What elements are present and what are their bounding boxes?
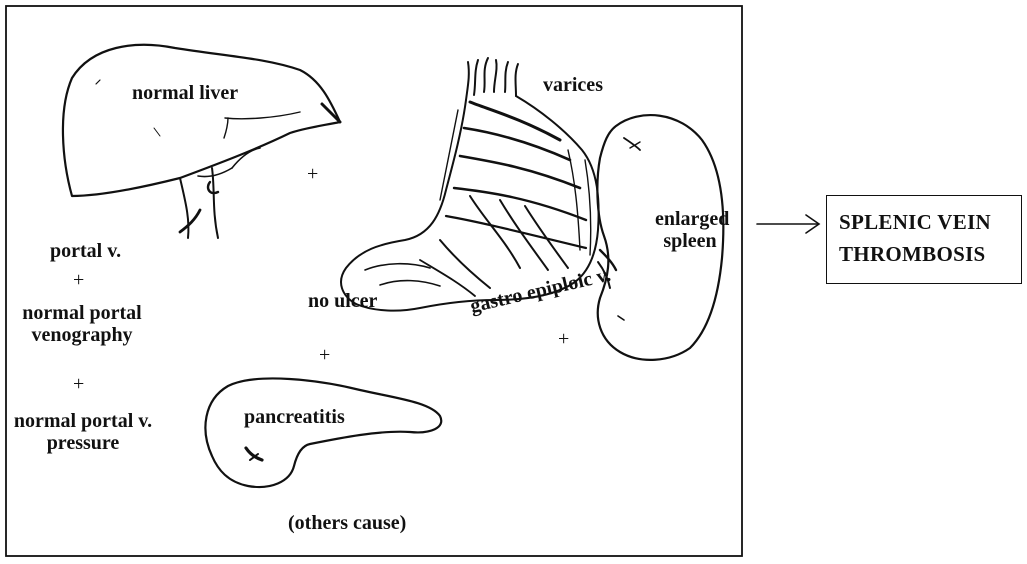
label-normal-liver: normal liver xyxy=(132,82,238,104)
label-normal-portal-pressure: normal portal v. pressure xyxy=(8,410,158,454)
label-no-ulcer: no ulcer xyxy=(308,290,377,312)
plus-sign: + xyxy=(319,345,330,365)
label-pancreatitis: pancreatitis xyxy=(244,406,345,428)
label-enlarged-spleen: enlarged spleen xyxy=(655,208,725,252)
label-spleen: spleen xyxy=(655,230,725,252)
label-normal-portal: normal portal xyxy=(18,302,146,324)
label-enlarged: enlarged xyxy=(655,208,725,230)
label-pressure: pressure xyxy=(8,432,158,454)
label-normal-portal-venography: normal portal venography xyxy=(18,302,146,346)
result-box: SPLENIC VEIN THROMBOSIS xyxy=(826,195,1022,284)
label-others-cause: (others cause) xyxy=(288,512,406,534)
diagram-frame xyxy=(6,6,742,556)
label-venography: venography xyxy=(18,324,146,346)
plus-sign: + xyxy=(307,164,318,184)
plus-sign: + xyxy=(73,374,84,394)
label-normal-portal-v: normal portal v. xyxy=(8,410,158,432)
result-line-2: THROMBOSIS xyxy=(839,238,1021,270)
plus-sign: + xyxy=(73,270,84,290)
result-arrow xyxy=(757,215,819,233)
result-line-1: SPLENIC VEIN xyxy=(839,206,1021,238)
pancreas-drawing xyxy=(205,378,441,487)
label-varices: varices xyxy=(543,74,603,96)
liver-drawing xyxy=(63,45,340,238)
label-portal-v: portal v. xyxy=(50,240,121,262)
plus-sign: + xyxy=(558,329,569,349)
